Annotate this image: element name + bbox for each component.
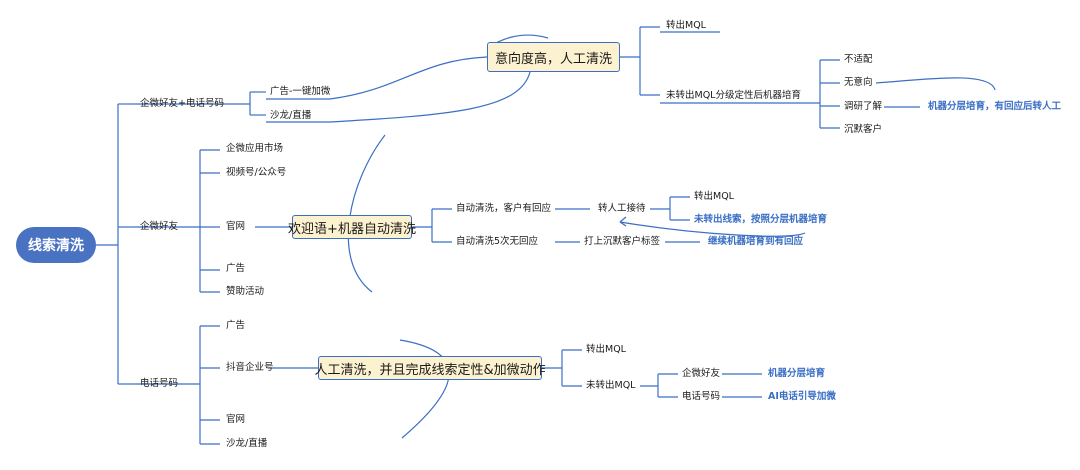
flow-human-takeover[interactable]: 转人工接待 (598, 203, 646, 214)
sub-silent-customer[interactable]: 沉默客户 (844, 124, 883, 135)
source-website-phone[interactable]: 官网 (226, 414, 246, 425)
note-tiered-nurture: 机器分层培育，有回应后转人工 (928, 101, 1062, 112)
source-website[interactable]: 官网 (226, 221, 246, 232)
note-continue-nurture: 继续机器培育到有回应 (708, 236, 804, 247)
source-ad[interactable]: 广告 (226, 263, 246, 274)
source-douyin[interactable]: 抖音企业号 (226, 362, 274, 373)
sub-research[interactable]: 调研了解 (844, 101, 883, 112)
source-salon-live[interactable]: 沙龙/直播 (270, 110, 312, 121)
outcome-mql[interactable]: 转出MQL (666, 20, 706, 31)
note-not-converted-nurture: 未转出线索，按照分层机器培育 (694, 214, 828, 225)
sub-not-fit[interactable]: 不适配 (844, 54, 873, 65)
source-ad-phone[interactable]: 广告 (226, 320, 246, 331)
flow-outcome-mql[interactable]: 转出MQL (694, 191, 734, 202)
outcome-not-mql-phone[interactable]: 未转出MQL (586, 380, 636, 391)
highlight-auto-clean[interactable]: 欢迎语+机器自动清洗 (288, 215, 416, 239)
highlight-high-intent[interactable]: 意向度高，人工清洗 (487, 42, 620, 72)
sub-no-intent[interactable]: 无意向 (844, 77, 873, 88)
sub-wechat-friend[interactable]: 企微好友 (682, 368, 721, 379)
flow-tag-silent[interactable]: 打上沉默客户标签 (584, 236, 661, 247)
source-channels-official[interactable]: 视频号/公众号 (226, 167, 287, 178)
branch-wechat-phone[interactable]: 企微好友+电话号码 (140, 98, 224, 109)
source-wecom-market[interactable]: 企微应用市场 (226, 143, 284, 154)
root-node[interactable]: 线索清洗 (16, 227, 96, 263)
flow-no-reply-5[interactable]: 自动清洗5次无回应 (456, 236, 539, 247)
sub-phone-number[interactable]: 电话号码 (682, 391, 721, 402)
note-ai-call: AI电话引导加微 (768, 391, 836, 402)
branch-phone[interactable]: 电话号码 (140, 378, 179, 389)
outcome-mql-phone[interactable]: 转出MQL (586, 344, 626, 355)
flow-auto-clean-reply[interactable]: 自动清洗，客户有回应 (456, 203, 552, 214)
source-ad-one-click[interactable]: 广告-一键加微 (270, 86, 331, 97)
highlight-manual-clean[interactable]: 人工清洗，并且完成线索定性&加微动作 (314, 356, 546, 380)
source-salon-live-phone[interactable]: 沙龙/直播 (226, 438, 268, 449)
branch-wechat-friend[interactable]: 企微好友 (140, 221, 179, 232)
outcome-not-mql-nurture[interactable]: 未转出MQL分级定性后机器培育 (666, 90, 801, 101)
source-sponsored-event[interactable]: 赞助活动 (226, 286, 265, 297)
note-machine-tiered: 机器分层培育 (768, 368, 826, 379)
